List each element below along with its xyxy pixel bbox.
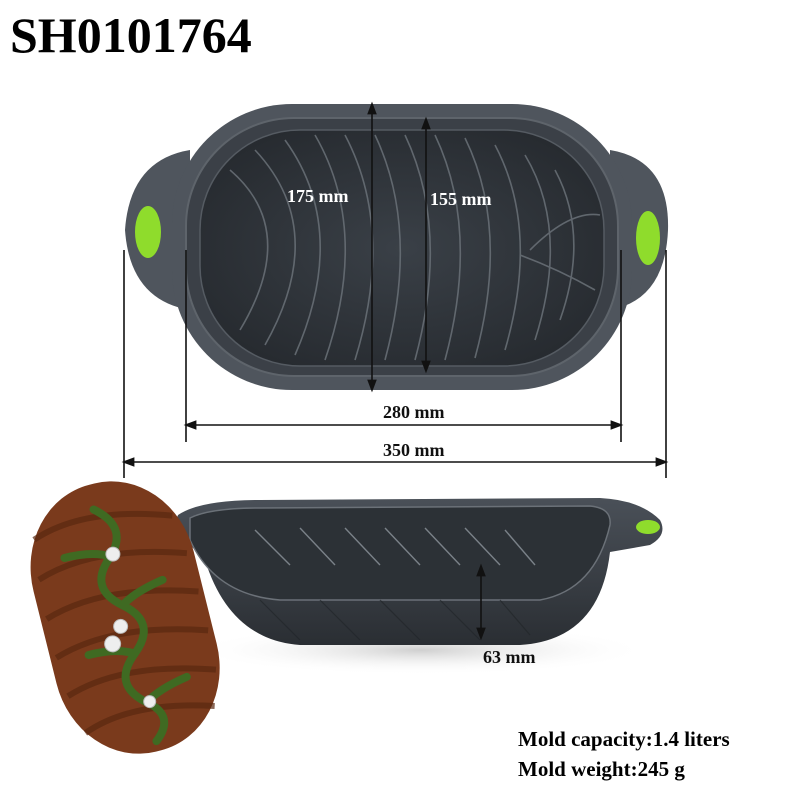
handle-grip-right (636, 211, 660, 265)
mold-top-view (125, 101, 669, 393)
dimension-inner-width: 155 mm (430, 189, 492, 209)
spec-capacity: Mold capacity:1.4 liters (518, 727, 730, 751)
handle-grip-side (636, 520, 660, 534)
mold-side-view (176, 498, 663, 675)
cake-illustration (30, 481, 220, 754)
dimension-outer-length: 350 mm (383, 440, 445, 460)
spec-weight: Mold weight:245 g (518, 757, 685, 781)
handle-grip-left (135, 206, 161, 258)
dimension-depth: 63 mm (483, 647, 536, 667)
dimension-inner-length: 280 mm (383, 402, 445, 422)
product-code-title: SH0101764 (10, 7, 252, 63)
dimension-lines (121, 250, 669, 478)
dimension-outer-width: 175 mm (287, 186, 349, 206)
